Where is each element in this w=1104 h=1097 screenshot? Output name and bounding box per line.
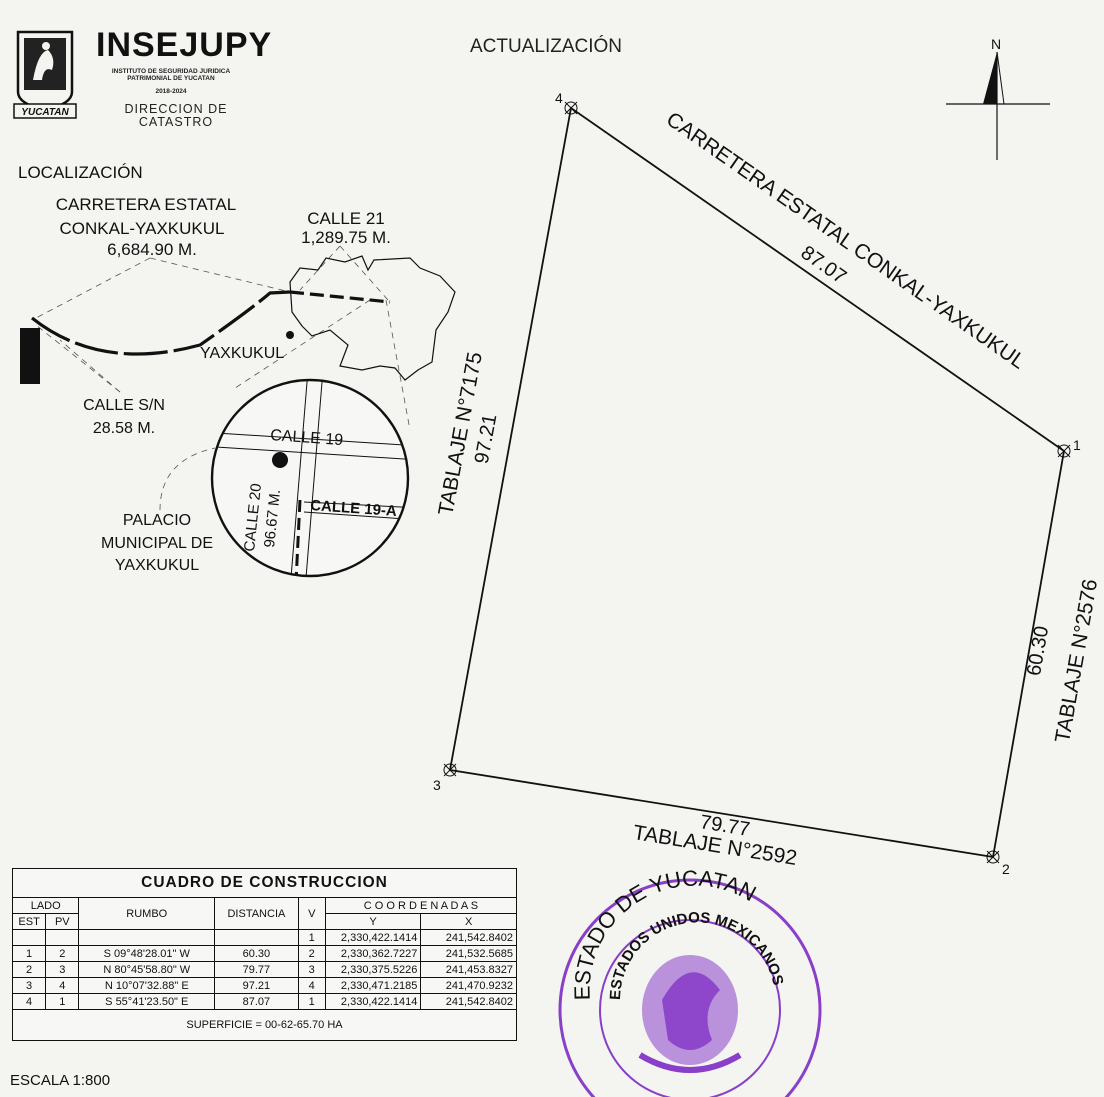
cell-pv: 1 <box>45 993 80 1010</box>
cell-y: 2,330,471.2185 <box>324 977 422 994</box>
calle21-label-line2: 1,289.75 M. <box>301 228 391 247</box>
palacio-label-line3: YAXKUKUL <box>115 557 199 574</box>
cell-distancia: 87.07 <box>214 993 299 1010</box>
location-title: LOCALIZACIÓN <box>18 163 143 182</box>
table-row: 4 1 S 55°41'23.50" E 87.07 1 2,330,422.1… <box>11 993 517 1010</box>
construction-table-title: CUADRO DE CONSTRUCCION <box>12 868 517 898</box>
superficie-value: SUPERFICIE = 00-62-65.70 HA <box>12 1009 517 1041</box>
north-label: N <box>991 36 1001 52</box>
cell-est: 4 <box>11 993 47 1010</box>
header-y: Y <box>324 913 422 930</box>
calle19-label: CALLE 19 <box>270 427 344 449</box>
insejupy-logo-subtitle: INSTITUTO DE SEGURIDAD JURIDICA PATRIMON… <box>111 68 231 82</box>
cell-x: 241,453.8327 <box>420 961 517 978</box>
parcel-polygon: 1 2 3 4 CARRETERA ESTATAL CONKAL-YAXKUKU… <box>433 90 1102 877</box>
cell-v: 1 <box>297 929 326 946</box>
table-row: 1 2,330,422.1414 241,542.8402 <box>11 929 517 946</box>
header-x: X <box>420 913 517 930</box>
cell-v: 1 <box>297 993 326 1010</box>
cell-rumbo: N 80°45'58.80" W <box>78 961 216 978</box>
cell-x: 241,532.5685 <box>420 945 517 962</box>
cell-pv: 2 <box>45 945 80 962</box>
cell-x: 241,542.8402 <box>420 993 517 1010</box>
vertex-4-label: 4 <box>555 90 563 106</box>
road-label-line3: 6,684.90 M. <box>107 240 197 259</box>
calle-sn-label-line1: CALLE S/N <box>83 397 165 414</box>
calle21-label-line1: CALLE 21 <box>307 209 385 228</box>
road-label-line1: CARRETERA ESTATAL <box>56 195 236 214</box>
cell-rumbo: S 09°48'28.01" W <box>78 945 216 962</box>
cell-est: 3 <box>11 977 47 994</box>
page-title: ACTUALIZACIÓN <box>470 36 623 57</box>
cell-rumbo: S 55°41'23.50" E <box>78 993 216 1010</box>
official-seal: ESTADO DE YUCATAN ESTADOS UNIDOS MEXICAN… <box>558 865 822 1097</box>
cell-y: 2,330,422.1414 <box>324 929 422 946</box>
calle-sn-label-line2: 28.58 M. <box>93 420 155 437</box>
parcel-location-marker <box>20 328 40 384</box>
right-side-length: 60.30 <box>1023 624 1053 677</box>
header-distancia: DISTANCIA <box>214 897 299 930</box>
cell-v: 2 <box>297 945 326 962</box>
road-label-line2: CONKAL-YAXKUKUL <box>59 219 224 238</box>
vertex-2-label: 2 <box>1002 861 1010 877</box>
left-side-length: 97.21 <box>471 412 502 465</box>
location-map: LOCALIZACIÓN CARRETERA ESTATAL CONKAL-YA… <box>18 163 456 574</box>
table-row: 2 3 N 80°45'58.80" W 79.77 3 2,330,375.5… <box>11 961 517 978</box>
cell-est: 2 <box>11 961 47 978</box>
vertex-3-label: 3 <box>433 777 441 793</box>
top-side-name: CARRETERA ESTATAL CONKAL-YAXKUKUL <box>662 108 1029 374</box>
cell-y: 2,330,362.7227 <box>324 945 422 962</box>
cell-distancia: 79.77 <box>214 961 299 978</box>
north-arrow-icon <box>946 51 1050 160</box>
insejupy-logo-title: INSEJUPY <box>96 26 273 64</box>
header-lado: LADO <box>11 897 80 914</box>
cell-x: 241,470.9232 <box>420 977 517 994</box>
cell-v: 3 <box>297 961 326 978</box>
header-pv: PV <box>45 913 80 930</box>
palacio-label-line1: PALACIO <box>123 512 191 529</box>
table-row: 1 2 S 09°48'28.01" W 60.30 2 2,330,362.7… <box>11 945 517 962</box>
insejupy-department: DIRECCION DE CATASTRO <box>124 102 228 129</box>
cell-distancia: 97.21 <box>214 977 299 994</box>
town-label: YAXKUKUL <box>200 345 284 362</box>
header-est: EST <box>11 913 47 930</box>
insejupy-logo-years: 2018-2024 <box>155 88 187 95</box>
location-inset: CALLE 19 CALLE 19-A CALLE 20 96.67 M. <box>210 378 410 578</box>
right-side-name: TABLAJE N°2576 <box>1051 577 1102 744</box>
cell-est: 1 <box>11 945 47 962</box>
yucatan-emblem-icon <box>13 30 77 119</box>
calle20-distance: 96.67 M. <box>261 489 284 549</box>
cell-pv: 4 <box>45 977 80 994</box>
vertex-1-label: 1 <box>1073 437 1081 453</box>
cell-pv: 3 <box>45 961 80 978</box>
mexican-eagle-icon <box>638 955 742 1073</box>
header-coordenadas: C O O R D E N A D A S <box>324 897 518 914</box>
palacio-label-line2: MUNICIPAL DE <box>101 535 213 552</box>
table-row: 3 4 N 10°07'32.88" E 97.21 4 2,330,471.2… <box>11 977 517 994</box>
header-rumbo: RUMBO <box>78 897 216 930</box>
scale-label: ESCALA 1:800 <box>10 1072 111 1089</box>
cell-x: 241,542.8402 <box>420 929 517 946</box>
cell-rumbo: N 10°07'32.88" E <box>78 977 216 994</box>
calle19a-label: CALLE 19-A <box>310 497 398 520</box>
construction-table: CUADRO DE CONSTRUCCION LADO RUMBO DISTAN… <box>11 868 518 1041</box>
cell-distancia: 60.30 <box>214 945 299 962</box>
cell-y: 2,330,375.5226 <box>324 961 422 978</box>
header-v: V <box>297 897 326 930</box>
emblem-label: YUCATAN <box>21 107 69 118</box>
cell-y: 2,330,422.1414 <box>324 993 422 1010</box>
cell-v: 4 <box>297 977 326 994</box>
